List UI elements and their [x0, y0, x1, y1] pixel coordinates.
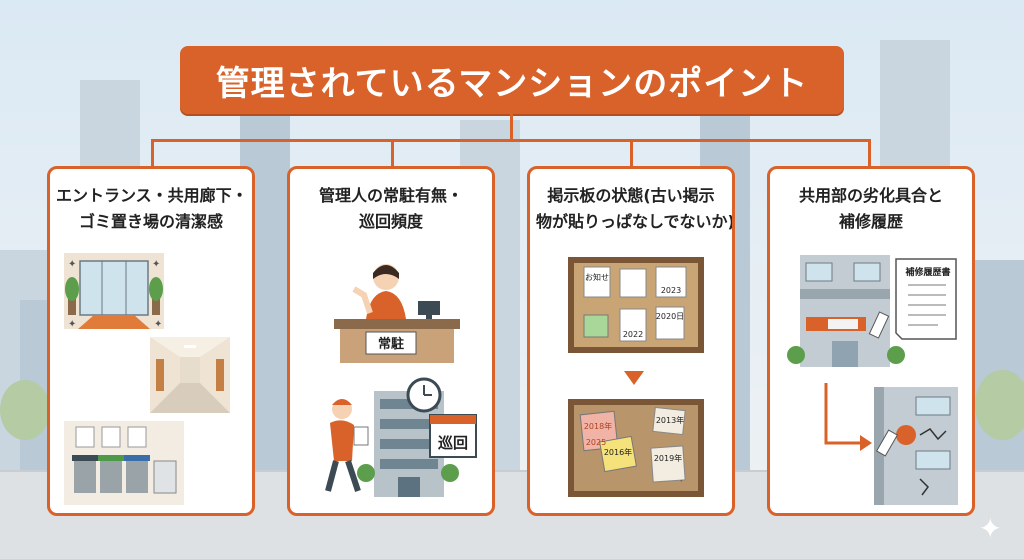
manager-illustration: 常駐 巡回 [325, 264, 477, 497]
connector-card-1 [151, 139, 154, 167]
receptionist-icon [352, 264, 440, 321]
entrance-icon: ✦ ✦ ✦ ✦ [64, 253, 164, 330]
garbage-area-icon [64, 421, 184, 505]
card-title: 管理人の常駐有無・ 巡回頻度 [318, 186, 463, 231]
deterioration-illustration: 補修履歴書 [787, 255, 958, 505]
card-title: エントランス・共用廊下・ ゴミ置き場の清潔感 [56, 186, 248, 231]
card-manager: 管理人の常駐有無・ 巡回頻度 常駐 [287, 166, 495, 516]
connector-card-3 [630, 139, 633, 167]
page-title: 管理されているマンションのポイント [180, 46, 844, 114]
desk-sign-text: 常駐 [378, 336, 404, 352]
board-note-label: 2019年 [654, 453, 682, 463]
board-note-label: 2022 [623, 330, 643, 339]
patrol-sign-text: 巡回 [438, 434, 468, 452]
sparkle-icon: ✦ [978, 512, 1002, 545]
connector-vertical-main [510, 114, 513, 140]
cracked-wall-icon [874, 387, 958, 505]
corridor-icon [150, 337, 230, 413]
tidy-board-icon [568, 257, 704, 353]
board-note-label: お知せ [585, 272, 609, 282]
clock-icon [406, 377, 442, 413]
card-title: 掲示板の状態(古い掲示 物が貼りっぱなしでないか) [536, 186, 735, 231]
arrow-down-icon [624, 371, 644, 385]
board-note-label: 2016年 [604, 447, 632, 457]
building-icon [787, 255, 905, 367]
desk-sign [365, 331, 417, 355]
card-title: 共用部の劣化具合と 補修履歴 [798, 186, 943, 231]
svg-text:✦: ✦ [68, 319, 76, 330]
connector-card-4 [868, 139, 871, 167]
svg-text:✦: ✦ [154, 319, 162, 330]
document-icon [895, 258, 957, 340]
board-note-label: 2025 [586, 438, 606, 447]
messy-board-icon [568, 399, 704, 497]
card-bulletin-board: 掲示板の状態(古い掲示 物が貼りっぱなしでないか) お知せ 2023 2022 … [527, 166, 735, 516]
card-cleanliness: エントランス・共用廊下・ ゴミ置き場の清潔感 ✦ ✦ ✦ ✦ [47, 166, 255, 516]
board-note-label: 2018年 [584, 421, 612, 431]
board-note-label: 2013年 [656, 415, 684, 425]
board-note-label: 2020日 [656, 312, 684, 321]
card-deterioration: 共用部の劣化具合と 補修履歴 補修履歴書 [767, 166, 975, 516]
connector-card-2 [391, 139, 394, 167]
svg-text:✦: ✦ [68, 259, 76, 270]
cleanliness-illustration: ✦ ✦ ✦ ✦ [64, 253, 230, 505]
patrol-worker-icon [325, 399, 369, 492]
board-note-label: 2023 [661, 286, 681, 295]
calendar-icon [429, 414, 477, 458]
svg-text:✦: ✦ [152, 259, 160, 270]
arrow-right-icon [824, 383, 862, 445]
document-label: 補修履歴書 [904, 266, 950, 278]
connector-horizontal [151, 139, 871, 142]
bulletin-board-illustration: お知せ 2023 2022 2020日 2018年 2025 2016年 201… [568, 257, 704, 497]
